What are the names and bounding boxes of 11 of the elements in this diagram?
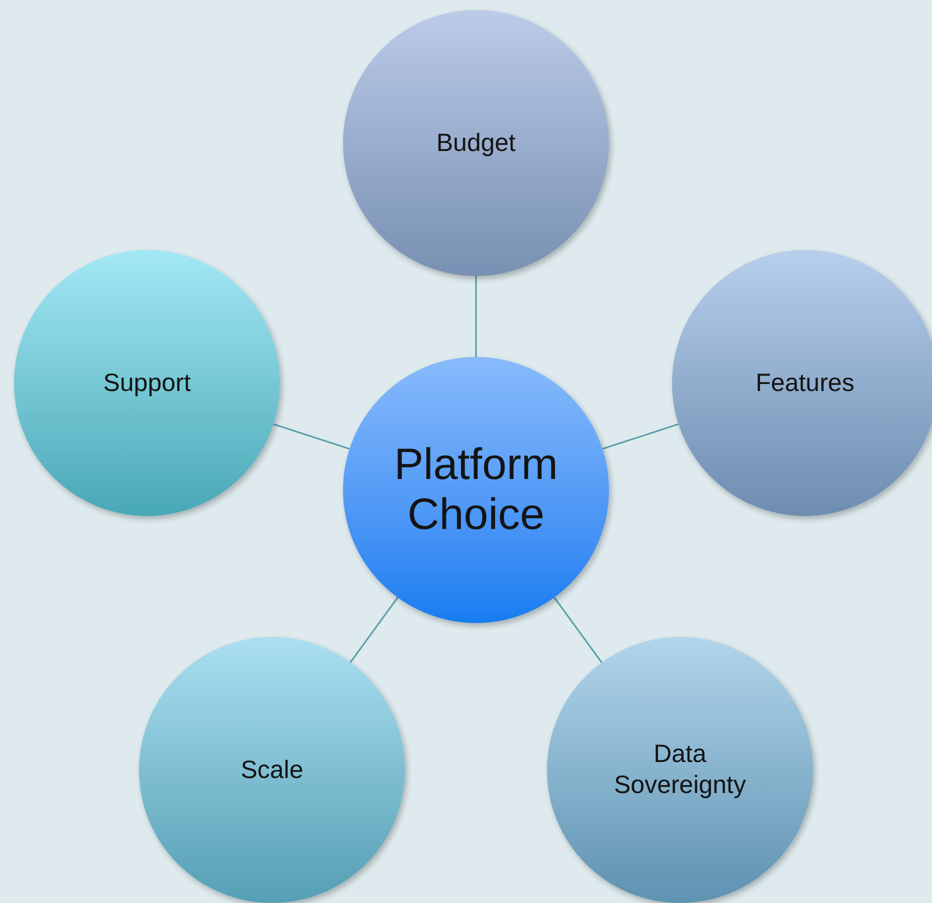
connector-line [475, 276, 477, 357]
topic-label: Scale [240, 754, 304, 786]
topic-label: Platform Choice [393, 440, 559, 540]
connector-line [554, 597, 602, 663]
topic-label: Support [102, 368, 192, 398]
connector-line [350, 597, 398, 663]
topic-label: Features [754, 368, 856, 398]
connector-line [273, 423, 350, 450]
connector-line [602, 423, 679, 450]
topic-label: Data Sovereignty [612, 739, 748, 801]
topic-label: Budget [435, 128, 517, 158]
